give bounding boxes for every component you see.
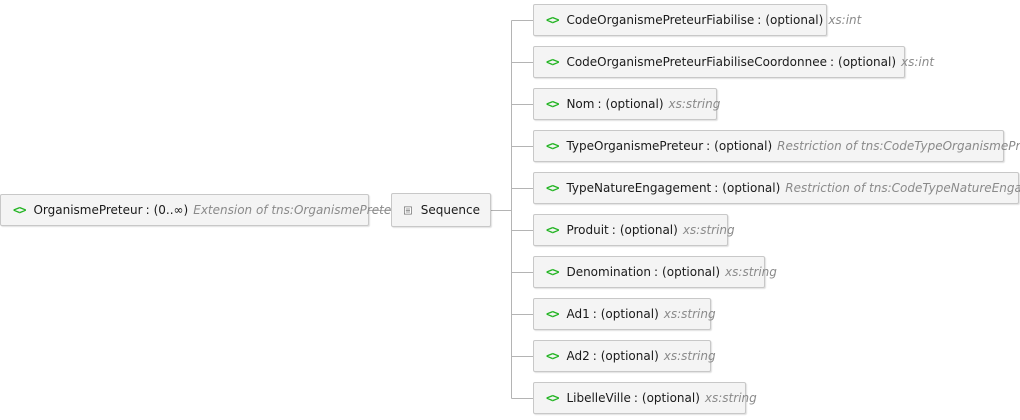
separator: :	[757, 13, 762, 27]
separator: :	[829, 55, 835, 69]
separator: :	[654, 265, 659, 279]
child-type: xs:string	[682, 223, 735, 237]
child-occurrence: (optional)	[714, 139, 773, 153]
child-element-name: Ad1	[566, 307, 590, 321]
separator: :	[145, 203, 150, 217]
element-icon: <>	[546, 307, 559, 321]
child-element-node[interactable]: <> TypeOrganismePreteur : (optional) Res…	[533, 130, 1020, 162]
child-type: xs:int	[901, 55, 935, 69]
sequence-icon	[404, 206, 412, 214]
element-icon: <>	[546, 55, 559, 69]
child-element-node[interactable]: <> LibelleVille : (optional) xs:string	[533, 382, 757, 414]
child-occurrence: (optional)	[600, 349, 659, 363]
child-element-node[interactable]: <> Nom : (optional) xs:string	[533, 88, 720, 120]
child-element-name: LibelleVille	[566, 391, 631, 405]
child-occurrence: (optional)	[722, 181, 781, 195]
root-element-name: OrganismePreteur	[33, 203, 143, 217]
child-element-name: TypeOrganismePreteur	[566, 139, 704, 153]
child-element-name: Nom	[566, 97, 595, 111]
child-element-node[interactable]: <> CodeOrganismePreteurFiabilise : (opti…	[533, 4, 861, 36]
child-element-node[interactable]: <> Denomination : (optional) xs:string	[533, 256, 777, 288]
child-type: xs:string	[663, 349, 716, 363]
element-icon: <>	[546, 223, 559, 237]
child-type: xs:string	[725, 265, 777, 279]
separator: :	[592, 307, 597, 321]
child-occurrence: (optional)	[600, 307, 659, 321]
child-occurrence: (optional)	[838, 55, 897, 69]
element-icon: <>	[546, 391, 559, 405]
element-icon: <>	[546, 13, 559, 27]
child-element-name: CodeOrganismePreteurFiabilise	[566, 13, 755, 27]
separator: :	[706, 139, 711, 153]
sequence-label: Sequence	[420, 203, 480, 217]
separator: :	[714, 181, 719, 195]
child-element-node[interactable]: <> Ad2 : (optional) xs:string	[533, 340, 716, 372]
child-occurrence: (optional)	[641, 391, 700, 405]
root-element-node[interactable]: <> OrganismePreteur : (0..∞) Extension o…	[0, 194, 404, 226]
child-occurrence: (optional)	[662, 265, 721, 279]
child-occurrence: (optional)	[619, 223, 678, 237]
element-icon: <>	[546, 265, 559, 279]
child-type: Restriction of tns:CodeTypeOrganismePret…	[777, 139, 1020, 153]
child-element-name: Produit	[566, 223, 609, 237]
element-icon: <>	[546, 97, 559, 111]
sequence-node[interactable]: Sequence	[391, 193, 491, 227]
child-occurrence: (optional)	[765, 13, 824, 27]
element-icon: <>	[546, 181, 559, 195]
separator: :	[633, 391, 638, 405]
child-element-node[interactable]: <> Ad1 : (optional) xs:string	[533, 298, 716, 330]
child-element-node[interactable]: <> TypeNatureEngagement : (optional) Res…	[533, 172, 1020, 204]
child-element-node[interactable]: <> Produit : (optional) xs:string	[533, 214, 735, 246]
separator: :	[592, 349, 597, 363]
child-element-name: TypeNatureEngagement	[566, 181, 712, 195]
element-icon: <>	[546, 139, 559, 153]
child-type: xs:string	[663, 307, 716, 321]
child-type: Restriction of tns:CodeTypeNatureEngagem…	[785, 181, 1020, 195]
separator: :	[611, 223, 616, 237]
child-type: xs:int	[828, 13, 862, 27]
child-type: xs:string	[668, 97, 721, 111]
element-icon: <>	[546, 349, 559, 363]
root-occurrence: (0..∞)	[153, 203, 189, 217]
child-element-node[interactable]: <> CodeOrganismePreteurFiabiliseCoordonn…	[533, 46, 934, 78]
separator: :	[597, 97, 602, 111]
child-element-name: CodeOrganismePreteurFiabiliseCoordonnee	[566, 55, 827, 69]
child-element-name: Ad2	[566, 349, 590, 363]
child-element-name: Denomination	[566, 265, 651, 279]
child-type: xs:string	[704, 391, 757, 405]
root-type: Extension of tns:OrganismePreteur	[193, 203, 404, 217]
child-occurrence: (optional)	[605, 97, 664, 111]
element-icon: <>	[13, 203, 26, 217]
